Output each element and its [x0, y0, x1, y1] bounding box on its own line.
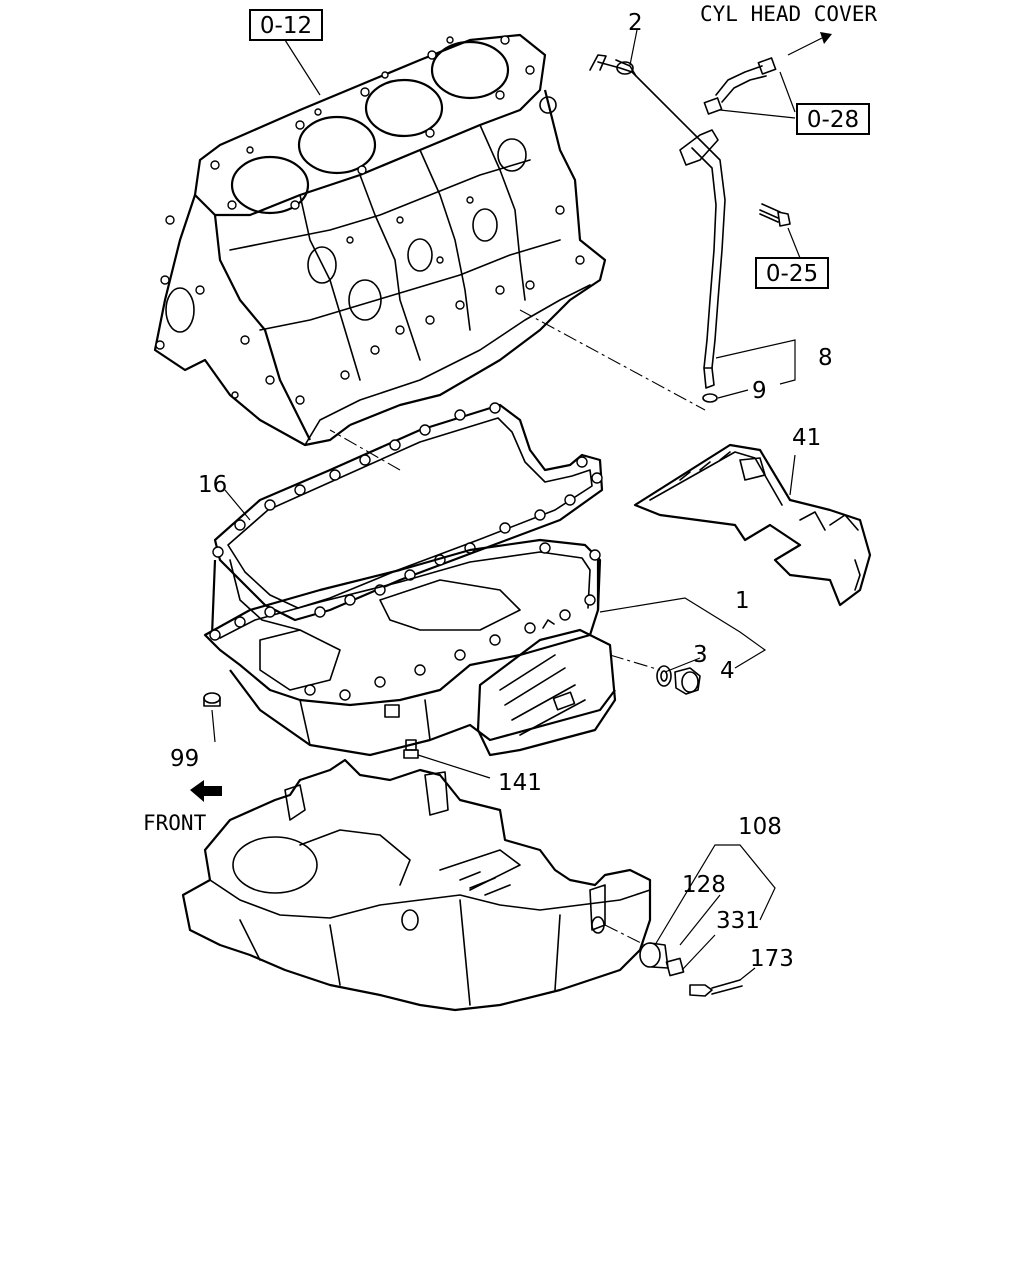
cyl-head-cover-label: CYL HEAD COVER	[700, 2, 877, 26]
part-number-173[interactable]: 173	[750, 946, 794, 972]
part-number-141[interactable]: 141	[498, 770, 542, 796]
part-number-4[interactable]: 4	[720, 658, 735, 684]
part-number-1[interactable]: 1	[735, 588, 750, 614]
sleeve-331	[665, 957, 685, 977]
oil-pan-baffle	[633, 443, 872, 607]
front-label: FRONT	[143, 811, 207, 835]
part-number-128[interactable]: 128	[682, 872, 726, 898]
ref-box-0-25[interactable]: 0-25	[755, 257, 829, 289]
front-arrow-icon	[190, 780, 222, 802]
pcv-hose	[703, 57, 777, 115]
bolt-173	[689, 979, 743, 997]
part-number-41[interactable]: 41	[792, 425, 821, 451]
dipstick	[589, 54, 701, 141]
mount-bushing-128	[639, 942, 669, 969]
part-number-2[interactable]: 2	[628, 10, 643, 36]
oil-pan-gasket	[212, 402, 604, 631]
part-number-99[interactable]: 99	[170, 746, 199, 772]
part-number-8[interactable]: 8	[818, 345, 833, 371]
svg-text:0-25: 0-25	[766, 261, 818, 287]
part-number-9[interactable]: 9	[752, 378, 767, 404]
svg-text:0-12: 0-12	[260, 13, 312, 39]
plug-99	[203, 692, 221, 707]
drain-plug-assembly	[656, 665, 701, 695]
part-number-108[interactable]: 108	[738, 814, 782, 840]
part-number-16[interactable]: 16	[198, 472, 227, 498]
part-number-3[interactable]: 3	[693, 642, 708, 668]
cylinder-block	[153, 33, 706, 471]
leader-lines	[211, 29, 832, 981]
lower-oil-pan	[181, 758, 652, 1012]
guide-tube-bolt	[759, 203, 791, 227]
ref-box-0-28[interactable]: 0-28	[796, 103, 870, 135]
part-number-331[interactable]: 331	[716, 908, 760, 934]
dipstick-guide-tube	[679, 129, 726, 403]
sensor-141	[403, 739, 419, 759]
svg-text:0-28: 0-28	[807, 107, 859, 133]
upper-oil-pan	[203, 538, 617, 757]
ref-box-0-12[interactable]: 0-12	[249, 9, 323, 41]
